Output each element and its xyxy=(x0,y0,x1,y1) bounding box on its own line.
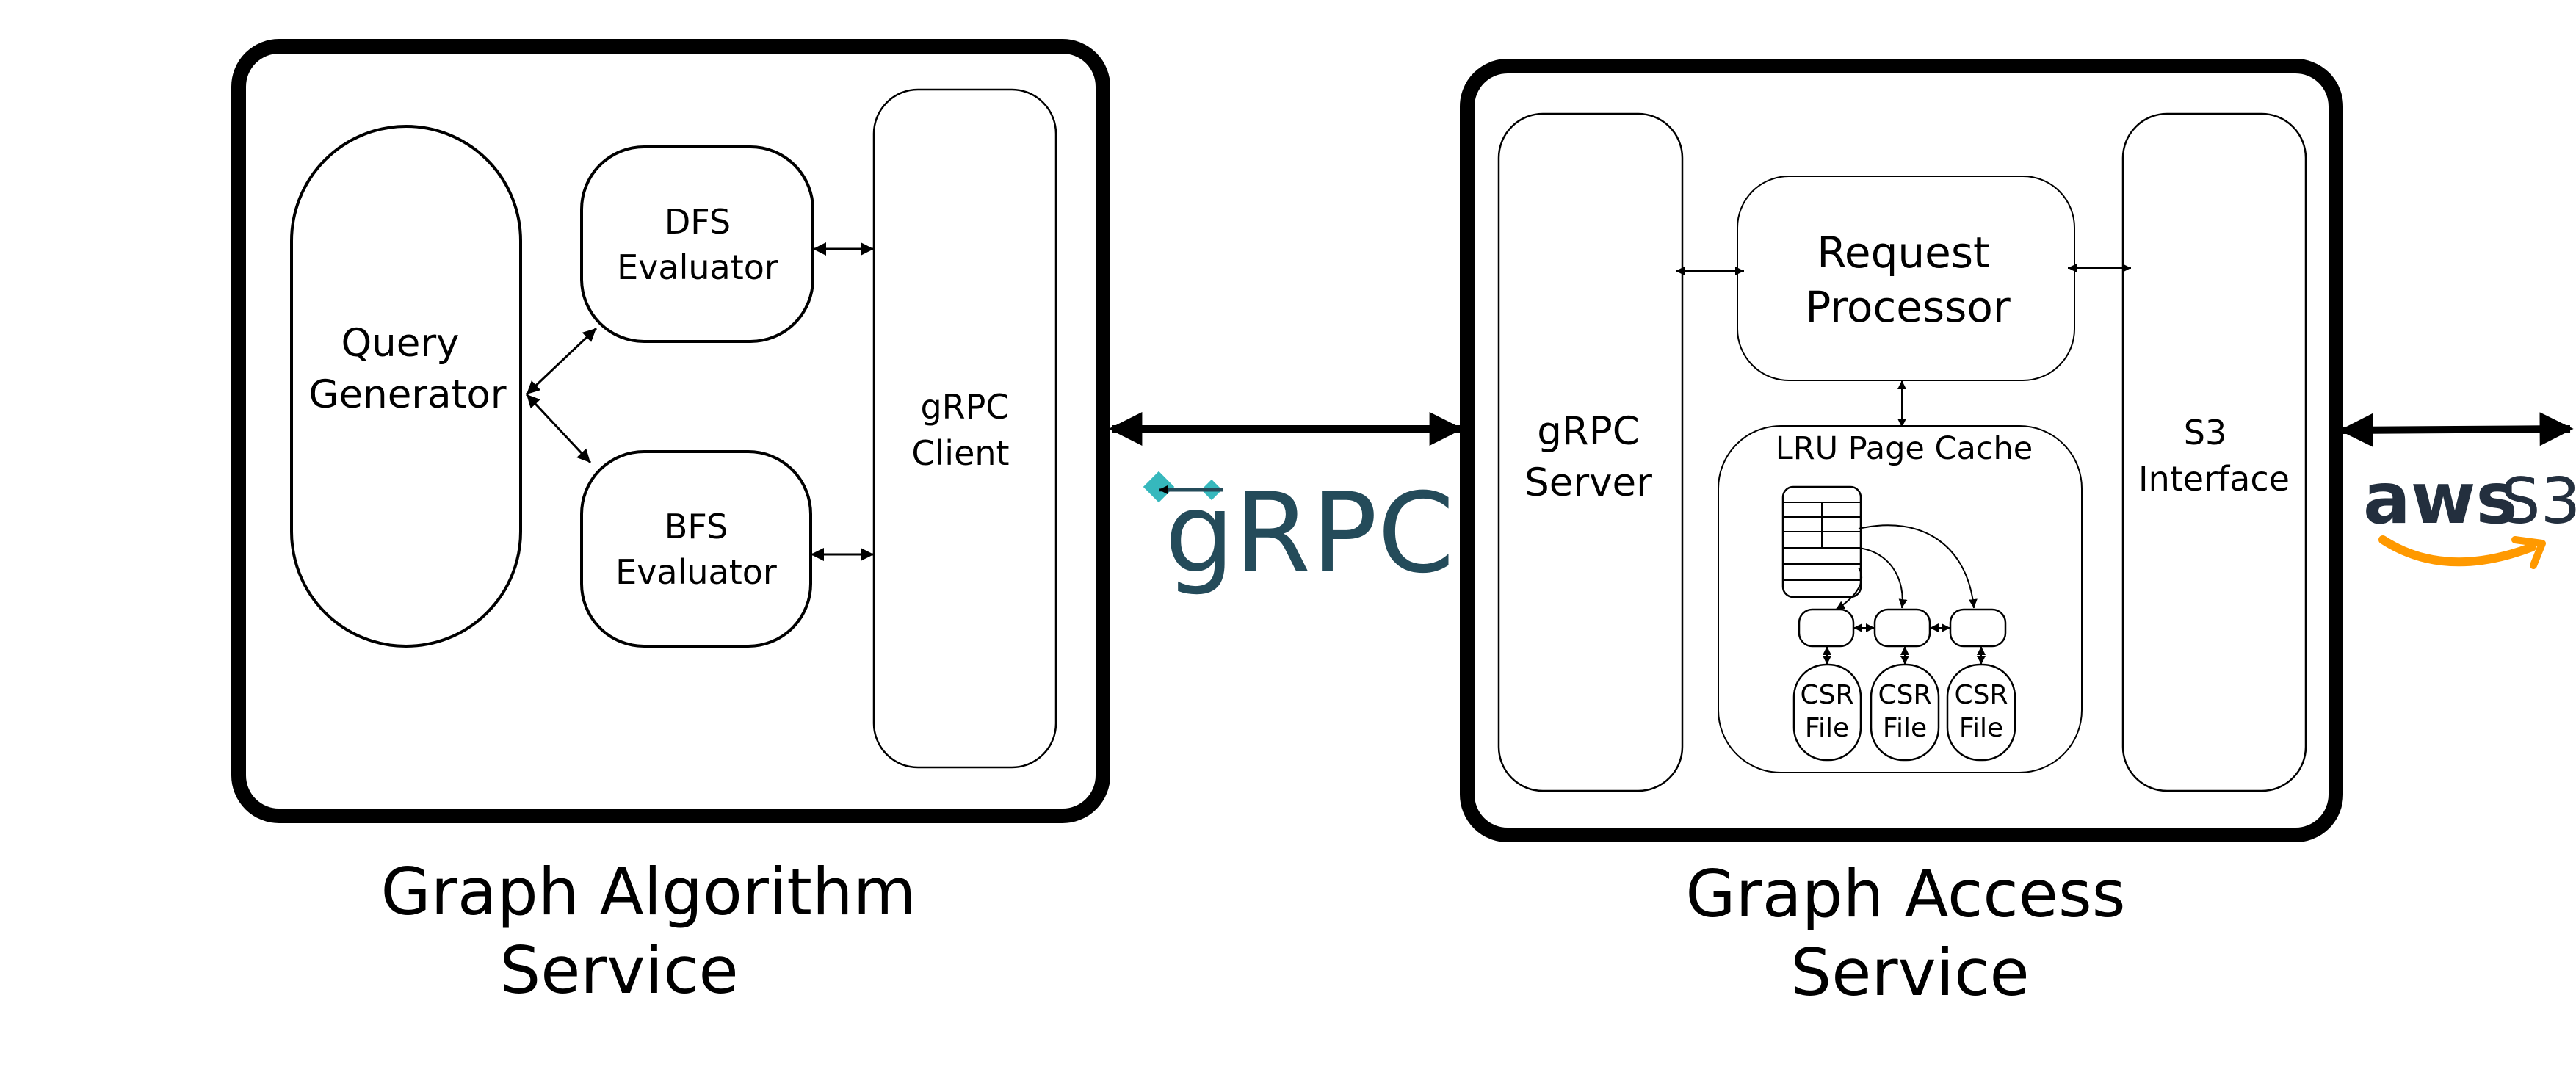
s3-interface-box xyxy=(2121,112,2307,792)
dfs-evaluator-label-2: Evaluator xyxy=(617,247,778,287)
lru-page-cache: LRU Page Cache xyxy=(1718,425,2083,773)
query-generator: Query Generator xyxy=(290,125,522,648)
dfs-evaluator-label-1: DFS xyxy=(665,202,731,242)
hash-table-icon xyxy=(1781,485,1862,598)
csr-file-2-label-1: CSR xyxy=(1878,680,1931,710)
bfs-evaluator-box xyxy=(580,450,812,648)
request-processor: Request Processor xyxy=(1737,176,2075,381)
s3-connection-arrow xyxy=(2339,412,2574,447)
grpc-server-label-1: gRPC xyxy=(1537,409,1639,454)
graph-access-service: gRPC Server Request Processor LRU Page C… xyxy=(1460,59,2343,1010)
grpc-client-box xyxy=(872,88,1057,769)
csr-file-1-label-2: File xyxy=(1805,713,1849,743)
lru-node-3 xyxy=(1949,608,2007,648)
query-generator-label-2: Generator xyxy=(308,372,506,417)
grpc-logo: gRPC xyxy=(1143,470,1455,598)
lru-page-cache-title: LRU Page Cache xyxy=(1776,430,2033,467)
graph-algorithm-service-box xyxy=(231,39,1110,823)
s3-interface-label-2: Interface xyxy=(2138,459,2290,499)
csr-file-1: CSR File xyxy=(1792,663,1862,762)
arrow-query-dfs xyxy=(525,327,598,396)
query-generator-label-1: Query xyxy=(341,321,459,366)
s3-interface: S3 Interface xyxy=(2121,112,2307,792)
graph-algorithm-service-caption-1: Graph Algorithm xyxy=(381,854,916,930)
dfs-evaluator-box xyxy=(580,145,814,343)
lru-node-1 xyxy=(1798,608,1855,648)
csr-file-2-label-2: File xyxy=(1883,713,1927,743)
grpc-client: gRPC Client xyxy=(872,88,1057,769)
arrow-hash-node3 xyxy=(1858,524,1978,609)
bfs-evaluator-label-2: Evaluator xyxy=(615,552,777,592)
grpc-client-label-1: gRPC xyxy=(920,387,1009,427)
lru-node-2 xyxy=(1873,608,1931,648)
arrow-hash-node1 xyxy=(1835,567,1863,610)
s3-interface-label-1: S3 xyxy=(2184,413,2226,452)
bfs-evaluator: BFS Evaluator xyxy=(580,450,812,648)
graph-access-service-caption-1: Graph Access xyxy=(1685,856,2125,932)
dfs-evaluator: DFS Evaluator xyxy=(580,145,814,343)
grpc-client-label-2: Client xyxy=(911,433,1009,473)
csr-file-2: CSR File xyxy=(1870,663,1940,762)
arrow-hash-node2 xyxy=(1858,547,1908,609)
graph-algorithm-service-caption-2: Service xyxy=(499,933,738,1008)
grpc-server-box xyxy=(1497,112,1684,792)
grpc-logo-icon xyxy=(1143,471,1223,503)
aws-smile-icon xyxy=(2378,535,2536,567)
s3-logo-text: S3 xyxy=(2500,465,2576,538)
csr-file-3-label-2: File xyxy=(1959,713,2003,743)
aws-smile-arrow-icon xyxy=(2511,536,2546,569)
aws-s3-logo: aws S3 xyxy=(2363,457,2576,569)
grpc-server-label-2: Server xyxy=(1524,460,1652,505)
request-processor-box xyxy=(1737,176,2075,381)
grpc-logo-text: gRPC xyxy=(1165,470,1455,598)
bfs-evaluator-label-1: BFS xyxy=(665,507,728,546)
query-generator-box xyxy=(290,125,522,648)
grpc-server: gRPC Server xyxy=(1497,112,1684,792)
csr-file-3-label-1: CSR xyxy=(1954,680,2008,710)
aws-logo-text: aws xyxy=(2363,457,2518,540)
csr-file-1-label-1: CSR xyxy=(1800,680,1853,710)
request-processor-label-2: Processor xyxy=(1805,282,2011,332)
graph-access-service-box xyxy=(1460,59,2343,842)
graph-algorithm-service: Query Generator DFS Evaluator BFS Evalua… xyxy=(231,39,1110,1008)
request-processor-label-1: Request xyxy=(1817,228,1990,278)
graph-access-service-caption-2: Service xyxy=(1790,935,2029,1010)
csr-file-3: CSR File xyxy=(1946,663,2016,762)
arrow-query-bfs xyxy=(525,393,592,464)
